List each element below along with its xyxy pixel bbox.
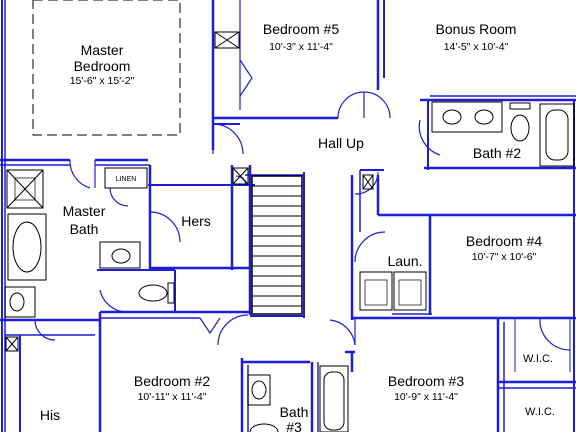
bath3-name-2: #3 (286, 419, 302, 432)
staircase (251, 175, 303, 315)
master-bedroom-name-2: Bedroom (74, 58, 131, 74)
washer-dryer (359, 271, 427, 311)
bath3-toilet (249, 423, 279, 432)
bedroom4-dims: 10'-7" x 10'-6" (472, 251, 537, 263)
laundry-name: Laun. (387, 253, 422, 269)
bath3-tub (319, 365, 349, 432)
bath2-toilet (509, 102, 531, 142)
closet-bedroom4 (362, 174, 374, 190)
his-closet-box (5, 336, 19, 352)
bath2-name: Bath #2 (473, 145, 521, 161)
linen-shelf-box (232, 167, 249, 185)
bedroom5-name: Bedroom #5 (263, 21, 339, 37)
master-bath-name-2: Bath (70, 221, 99, 237)
toilet-fixture (138, 282, 175, 304)
door-swings (34, 91, 571, 351)
closet-bedroom5 (214, 0, 253, 110)
bedroom3-name: Bedroom #3 (388, 373, 464, 389)
linen-closet (104, 167, 148, 189)
linen-label: LINEN (116, 176, 137, 183)
vanity-sink-fixture (99, 241, 141, 269)
his-name: His (40, 407, 60, 423)
bedroom4-name: Bedroom #4 (466, 233, 542, 249)
bath2-vanity (431, 101, 503, 133)
bath2-tub (539, 103, 575, 167)
hall-up-name: Hall Up (318, 135, 364, 151)
wic1-name: W.I.C. (523, 353, 553, 365)
bath3-sink (247, 374, 271, 406)
bedroom2-name: Bedroom #2 (134, 373, 210, 389)
bedroom3-dims: 10'-9" x 11'-4" (394, 391, 458, 403)
bedroom2-dims: 10'-11" x 11'-4" (138, 391, 207, 403)
wic2-name: W.I.C. (525, 406, 555, 418)
bedroom5-dims: 10'-3" x 11'-4" (269, 41, 333, 53)
bonus-room-dims: 14'-5" x 10'-4" (444, 41, 509, 53)
hers-name: Hers (181, 213, 211, 229)
bonus-room-name: Bonus Room (436, 21, 517, 37)
tray-ceiling-outline (32, 0, 181, 136)
shower-fixture (6, 169, 44, 209)
master-bath-name-1: Master (63, 203, 106, 219)
master-bedroom-name-1: Master (81, 42, 124, 58)
bathtub-fixture (7, 213, 47, 281)
bath3-name-1: Bath (280, 404, 309, 420)
sink-fixture (4, 286, 36, 318)
room-labels: Master Bedroom 15'-6" x 15'-2" Bedroom #… (40, 21, 555, 432)
master-bedroom-dims: 15'-6" x 15'-2" (70, 75, 135, 87)
